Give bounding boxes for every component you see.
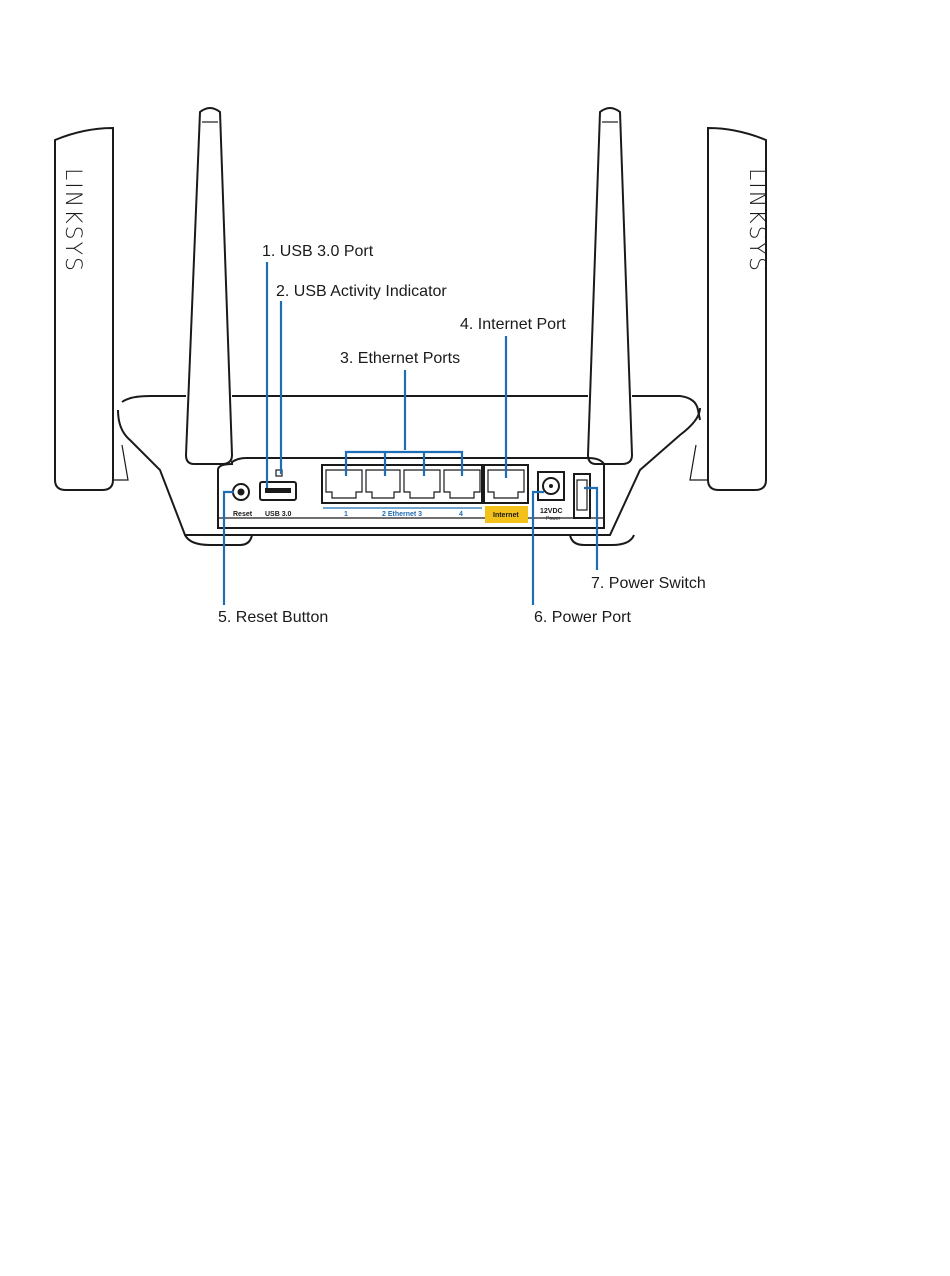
ethernet-port-2 <box>366 470 400 498</box>
power-word-label: Power <box>546 516 561 522</box>
callout-labels: 1. USB 3.0 Port 2. USB Activity Indicato… <box>218 243 706 626</box>
ethernet-port-3 <box>404 470 440 498</box>
callout-reset-button: 5. Reset Button <box>218 609 328 626</box>
eth-mid-panel-label: 2 Ethernet 3 <box>382 511 422 518</box>
callout-power-switch: 7. Power Switch <box>591 575 706 592</box>
callout-power-port: 6. Power Port <box>534 609 631 626</box>
usb-port-graphic: USB 3.0 <box>260 470 296 518</box>
power-port-graphic: 12VDC Power <box>538 472 564 522</box>
power-switch-graphic <box>574 474 590 518</box>
reset-button-graphic: Reset <box>233 484 253 518</box>
callout-internet-port: 4. Internet Port <box>460 316 566 333</box>
callout-ethernet-ports: 3. Ethernet Ports <box>340 350 460 367</box>
callout-usb-activity: 2. USB Activity Indicator <box>276 283 447 300</box>
callout-leaders <box>224 262 597 605</box>
callout-usb-port: 1. USB 3.0 Port <box>262 243 374 260</box>
eth4-panel-label: 4 <box>459 511 463 518</box>
left-stick-antenna <box>186 108 232 464</box>
internet-panel-label: Internet <box>493 512 519 519</box>
left-brand-logo: LINKSYS <box>60 168 85 273</box>
power-voltage-label: 12VDC <box>540 508 563 515</box>
reset-panel-label: Reset <box>233 511 253 518</box>
eth1-panel-label: 1 <box>344 511 348 518</box>
right-brand-logo: LINKSYS <box>744 168 769 273</box>
leader-reset-button <box>224 492 234 605</box>
ethernet-port-1 <box>326 470 362 498</box>
right-flat-antenna: LINKSYS <box>708 128 769 490</box>
right-stick-antenna <box>588 108 632 464</box>
usb-panel-label: USB 3.0 <box>265 511 292 518</box>
left-flat-antenna: LINKSYS <box>55 128 113 490</box>
